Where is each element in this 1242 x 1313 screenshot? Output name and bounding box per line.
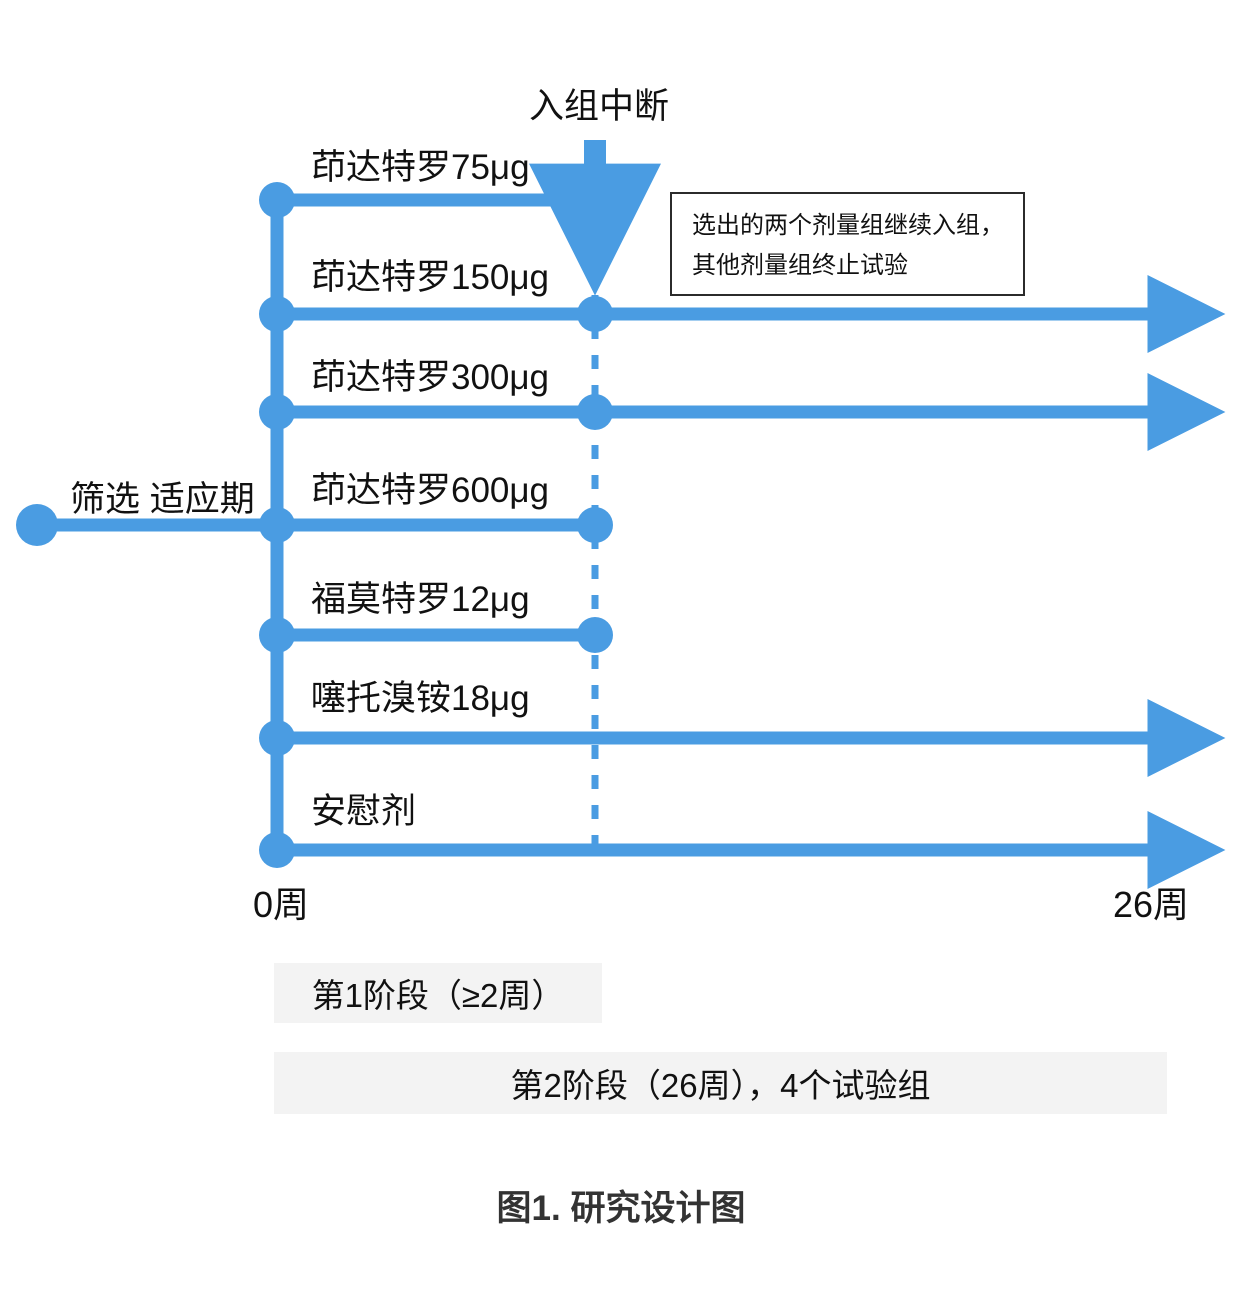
arm-start-node-3 [259,394,295,430]
enrollment-interrupt-label: 入组中断 [529,87,670,126]
note-line-2: 其他剂量组终止试验 [692,252,908,279]
arm-start-node-2 [259,296,295,332]
arm-interrupt-node-3 [577,394,613,430]
run-in-segment [16,504,277,546]
arm-label-placebo: 安慰剂 [311,792,417,831]
arm-end-node-5 [577,617,613,653]
arm-line-6 [259,699,1226,777]
arm-interrupt-node-2 [577,296,613,332]
figure-caption: 图1. 研究设计图 [496,1189,746,1228]
arm-line-7 [259,811,1226,889]
arm-line-3 [259,373,1226,451]
dose-selection-note-box: 选出的两个剂量组继续入组， 其他剂量组终止试验 [670,192,1025,296]
arm-label-formoterol-12: 福莫特罗12μg [311,580,530,619]
arm-line-4 [259,507,613,543]
arm-start-node-6 [259,720,295,756]
arm-start-node-7 [259,832,295,868]
phase-2-bar: 第2阶段（26周），4个试验组 [274,1052,1167,1114]
arm-label-indacaterol-75: 茚达特罗75μg [311,148,530,187]
phase-2-label: 第2阶段（26周），4个试验组 [510,1067,931,1104]
arm-end-node-1 [577,182,613,218]
note-line-1: 选出的两个剂量组继续入组， [692,212,1004,239]
arm-start-node-4 [259,507,295,543]
run-in-period-label: 筛选 适应期 [70,480,255,519]
arm-start-node-1 [259,182,295,218]
arm-label-indacaterol-150: 茚达特罗150μg [311,258,550,297]
phase-1-label: 第1阶段（≥2周） [311,977,565,1014]
arm-label-indacaterol-300: 茚达特罗300μg [311,358,550,397]
arm-line-5 [259,617,613,653]
arm-end-node-4 [577,507,613,543]
arm-line-2 [259,275,1226,353]
axis-tick-week-26: 26周 [1113,884,1190,925]
phase-1-bar: 第1阶段（≥2周） [274,963,602,1023]
arm-label-indacaterol-600: 茚达特罗600μg [311,471,550,510]
arm-line-1 [259,182,613,218]
arm-start-node-5 [259,617,295,653]
arm-label-tiotropium-18: 噻托溴铵18μg [311,679,530,718]
axis-tick-week-0: 0周 [253,884,310,925]
study-start-node [16,504,58,546]
